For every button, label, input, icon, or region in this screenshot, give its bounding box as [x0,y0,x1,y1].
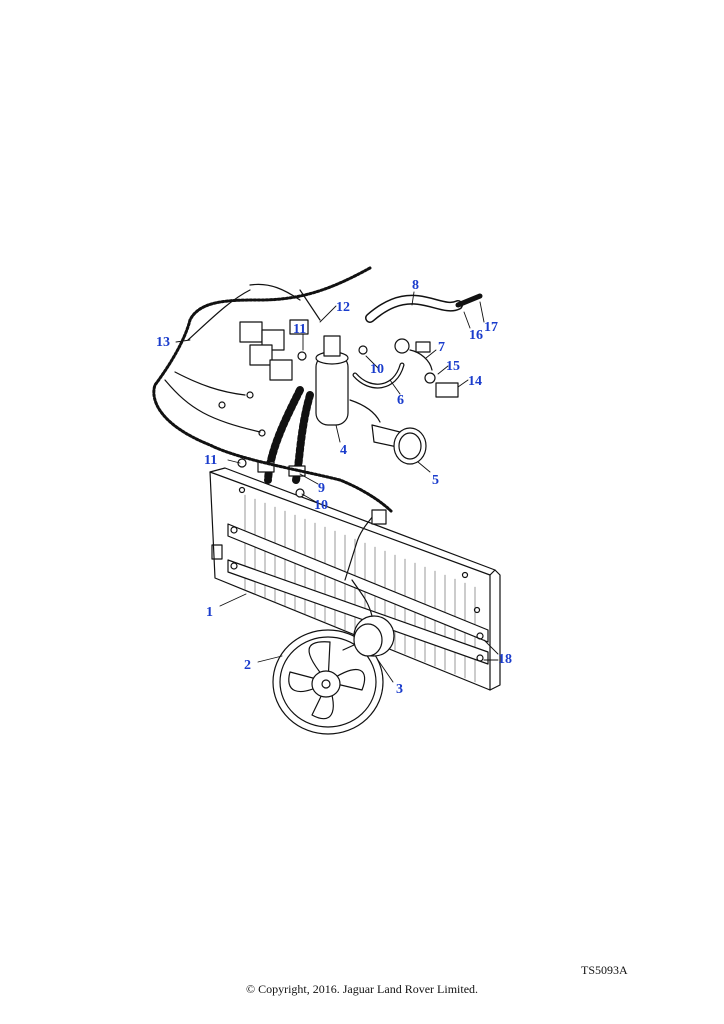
receiver-drier [315,335,349,426]
callout-15: 15 [446,359,460,374]
callout-10-b: 10 [314,498,328,513]
callout-1: 1 [206,605,213,620]
callout-3: 3 [396,682,403,697]
callout-16: 16 [469,328,483,343]
callout-2: 2 [244,658,251,673]
callout-6: 6 [397,393,404,408]
callout-13: 13 [156,335,170,350]
condenser-assembly [209,467,501,691]
callout-12: 12 [336,300,350,315]
callout-11-a: 11 [293,322,306,337]
figure-reference: TS5093A [581,963,628,977]
drier-bracket [349,399,427,465]
callout-5: 5 [432,473,439,488]
wiring-harness [152,266,394,581]
callout-14: 14 [468,374,482,389]
callout-8: 8 [412,278,419,293]
fan-motor [342,579,395,657]
cooling-fan [272,629,384,735]
callout-11-b: 11 [204,453,217,468]
callout-9: 9 [318,481,325,496]
leader-lines [175,291,499,683]
callout-17: 17 [484,320,498,335]
callout-10-a: 10 [370,362,384,377]
callout-4: 4 [340,443,347,458]
copyright-notice: © Copyright, 2016. Jaguar Land Rover Lim… [245,982,479,996]
callout-18: 18 [498,652,512,667]
callout-7: 7 [438,340,445,355]
